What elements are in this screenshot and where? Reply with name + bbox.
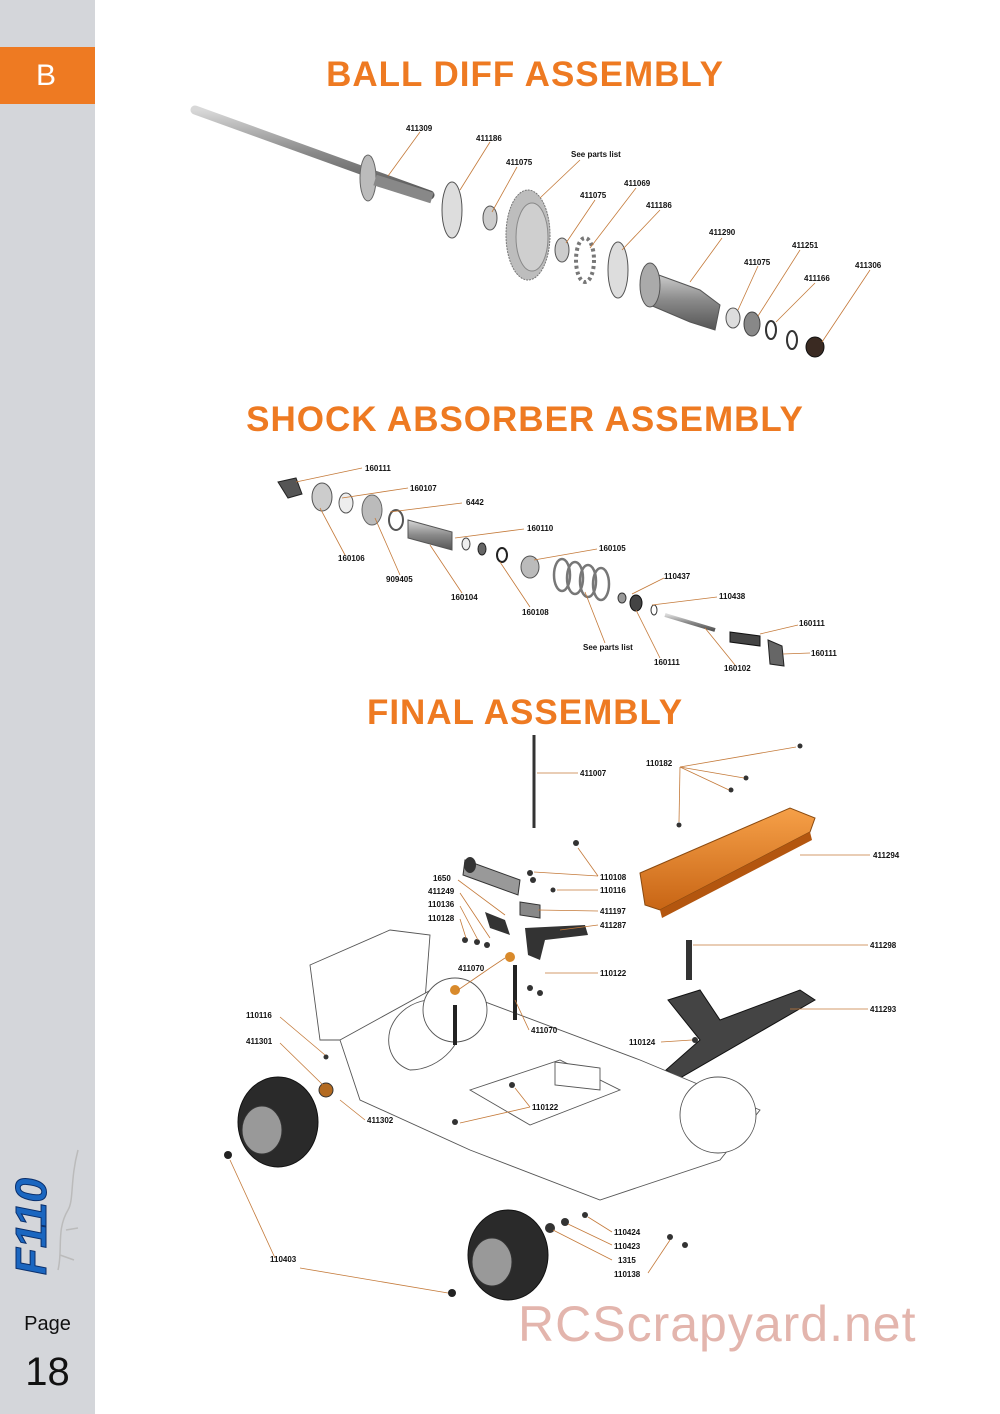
label-110437: 110437 [664, 572, 691, 581]
heading-final-assembly: FINAL ASSEMBLY [366, 693, 684, 732]
label-160110: 160110 [527, 524, 554, 533]
label-1315: 1315 [618, 1256, 636, 1265]
label-110424: 110424 [614, 1228, 641, 1237]
label-411166: 411166 [804, 274, 830, 283]
label-160108: 160108 [522, 608, 549, 617]
ball-diff-diagram: 411309 411186 411075 See parts list 4110… [190, 105, 882, 358]
label-411070-b: 411070 [531, 1026, 558, 1035]
label-160111-b: 160111 [799, 619, 825, 628]
label-see-parts-list-shock: See parts list [583, 643, 633, 652]
label-110122: 110122 [600, 969, 627, 978]
label-see-parts-list: See parts list [571, 150, 621, 159]
label-411070: 411070 [458, 964, 485, 973]
label-411186-b: 411186 [646, 201, 672, 210]
watermark: RCScrapyard.net [518, 1296, 917, 1352]
label-411301: 411301 [246, 1037, 273, 1046]
label-110182: 110182 [646, 759, 673, 768]
label-1650: 1650 [433, 874, 451, 883]
label-110108: 110108 [600, 873, 627, 882]
label-411290: 411290 [709, 228, 736, 237]
label-110124: 110124 [629, 1038, 656, 1047]
label-411075: 411075 [506, 158, 533, 167]
label-110136: 110136 [428, 900, 455, 909]
label-411287: 411287 [600, 921, 627, 930]
label-909405: 909405 [386, 575, 413, 584]
label-411249: 411249 [428, 887, 455, 896]
f110-logo-icon: F110 [8, 1149, 79, 1276]
heading-shock-absorber: SHOCK ABSORBER ASSEMBLY [246, 400, 804, 439]
label-411251: 411251 [792, 241, 819, 250]
label-411293: 411293 [870, 1005, 897, 1014]
label-160105: 160105 [599, 544, 626, 553]
logo-text: F110 [8, 1177, 56, 1275]
label-110138: 110138 [614, 1270, 641, 1279]
label-160106: 160106 [338, 554, 365, 563]
section-letter: B [36, 59, 57, 92]
label-411075-c: 411075 [744, 258, 771, 267]
label-411007: 411007 [580, 769, 607, 778]
sidebar: B F110 Page 18 [0, 0, 95, 1414]
page-label: Page [24, 1313, 71, 1335]
label-110128: 110128 [428, 914, 455, 923]
label-160111: 160111 [365, 464, 391, 473]
label-110116-b: 110116 [246, 1011, 272, 1020]
label-411186: 411186 [476, 134, 502, 143]
label-110122-b: 110122 [532, 1103, 559, 1112]
section-tab: B [0, 47, 95, 104]
label-160104: 160104 [451, 593, 478, 602]
heading-ball-diff: BALL DIFF ASSEMBLY [326, 55, 724, 94]
label-411302: 411302 [367, 1116, 394, 1125]
final-assembly-diagram: 411007 110182 411294 110108 110116 41119… [224, 735, 900, 1301]
label-411075-b: 411075 [580, 191, 607, 200]
label-160111-c: 160111 [654, 658, 680, 667]
page-number: 18 [25, 1350, 70, 1394]
label-411309: 411309 [406, 124, 433, 133]
label-160111-d: 160111 [811, 649, 837, 658]
label-411298: 411298 [870, 941, 897, 950]
label-110423: 110423 [614, 1242, 641, 1251]
label-160102: 160102 [724, 664, 751, 673]
label-411306: 411306 [855, 261, 882, 270]
label-110403: 110403 [270, 1255, 297, 1264]
label-411197: 411197 [600, 907, 626, 916]
shock-absorber-diagram: 160111 160107 6442 160110 160105 160106 … [277, 464, 837, 673]
assembly-diagram: 411309 411186 411075 See parts list 4110… [190, 105, 900, 1301]
label-411294: 411294 [873, 851, 900, 860]
label-411069: 411069 [624, 179, 651, 188]
label-110116: 110116 [600, 886, 626, 895]
label-6442: 6442 [466, 498, 484, 507]
label-160107: 160107 [410, 484, 437, 493]
label-110438: 110438 [719, 592, 746, 601]
